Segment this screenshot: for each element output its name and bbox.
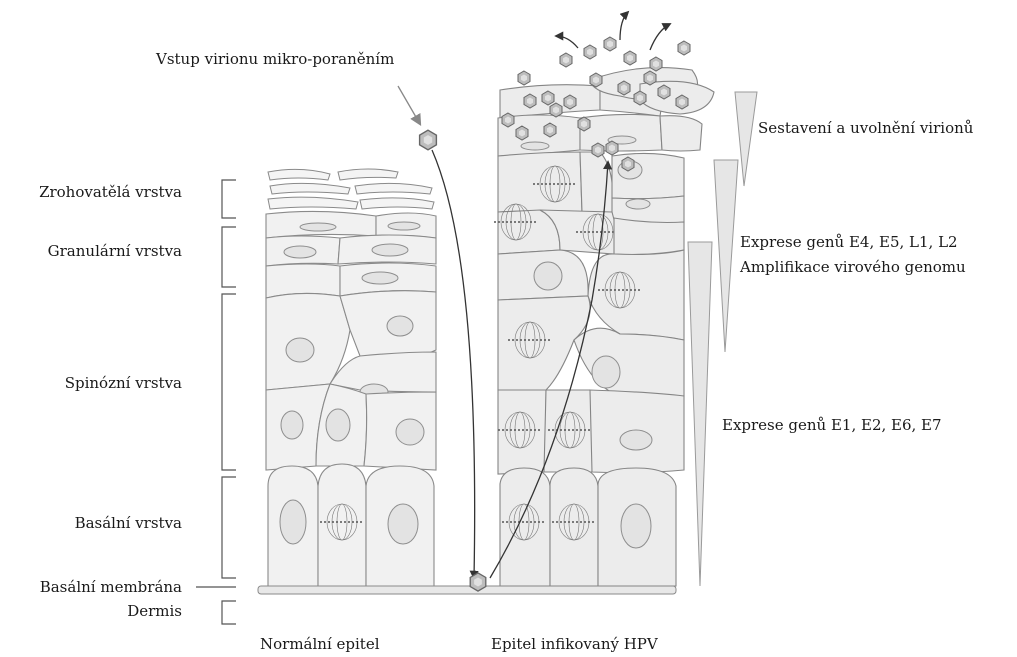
- wedge-gradient-late: [714, 160, 738, 352]
- wedge-gradient-assembly: [735, 92, 757, 186]
- entry-pointer-arrow: [398, 86, 420, 124]
- layer-label-granular: Granulární vrstva: [48, 242, 182, 260]
- entry-label: Vstup virionu mikro-poraněním: [155, 50, 394, 68]
- normal-epithelium: [266, 169, 436, 586]
- layer-label-dermis: Dermis: [127, 602, 182, 620]
- layer-brackets: [196, 180, 236, 624]
- early-genes-label: Exprese genů E1, E2, E6, E7: [722, 416, 942, 434]
- late-genes-label: Exprese genů E4, E5, L1, L2: [740, 233, 958, 251]
- caption-infected: Epitel infikovaný HPV: [491, 635, 659, 653]
- layer-label-membrane: Basální membrána: [40, 578, 182, 596]
- layer-label-spinous: Spinózní vrstva: [65, 374, 182, 392]
- wedge-gradient-early: [688, 242, 712, 586]
- assembly-label: Sestavení a uvolnění virionů: [758, 119, 974, 137]
- membrane-virion-icon: [470, 573, 486, 591]
- amplification-label: Amplifikace virového genomu: [739, 258, 966, 276]
- caption-normal: Normální epitel: [260, 635, 380, 653]
- layer-label-cornified: Zrohovatělá vrstva: [39, 183, 182, 201]
- basal-membrane: [258, 586, 676, 594]
- layer-label-basal: Basální vrstva: [75, 514, 182, 532]
- entry-virion-icon: [420, 130, 437, 150]
- entry-path-arrow: [432, 150, 475, 578]
